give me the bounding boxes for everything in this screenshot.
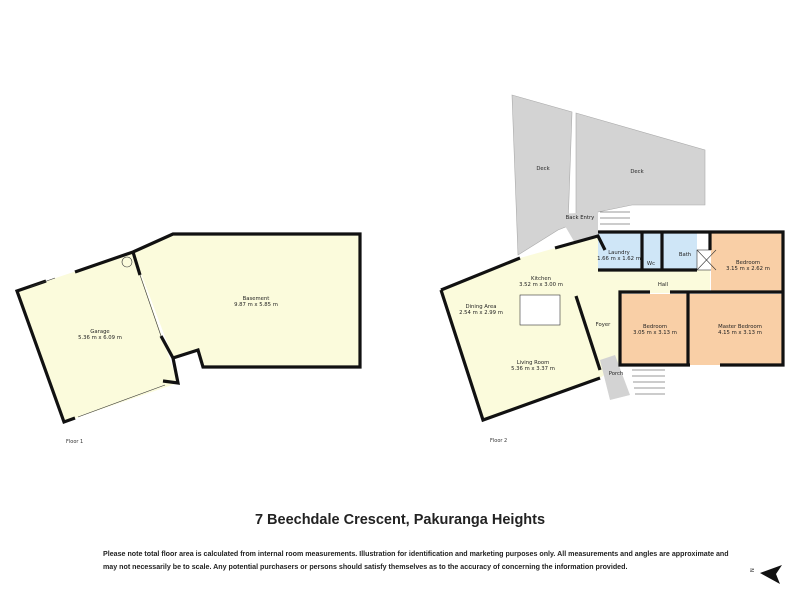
room-laundry <box>598 232 642 270</box>
basement-label: Basement <box>243 296 270 302</box>
room-bath <box>662 232 697 270</box>
floor-2-label: Floor 2 <box>490 438 507 444</box>
master-bedroom-label: Master Bedroom <box>718 324 762 330</box>
room-basement <box>133 234 360 367</box>
north-arrow-icon: N <box>750 565 782 584</box>
living-room-label: Living Room <box>517 360 550 366</box>
bedroom-2-size: 3.05 m x 3.13 m <box>633 330 677 336</box>
floor-1 <box>14 232 362 425</box>
basement-size: 9.87 m x 5.85 m <box>234 302 278 308</box>
bedroom-1-size: 3.15 m x 2.62 m <box>726 266 770 272</box>
disclaimer-text: Please note total floor area is calculat… <box>103 550 729 571</box>
hall-label: Hall <box>658 282 668 288</box>
laundry-size: 1.66 m x 1.62 m <box>597 256 641 262</box>
porch-label: Porch <box>609 371 624 377</box>
bath-label: Bath <box>679 252 691 258</box>
kitchen-size: 3.52 m x 3.00 m <box>519 282 563 288</box>
laundry-label: Laundry <box>608 250 630 256</box>
bedroom-2-label: Bedroom <box>643 324 667 330</box>
room-garage <box>17 252 178 422</box>
garage-label: Garage <box>90 329 109 335</box>
room-bedroom-2 <box>620 294 688 365</box>
room-bedroom-1 <box>711 232 783 292</box>
room-wc <box>643 232 662 270</box>
deck-1 <box>511 94 573 256</box>
foyer-label: Foyer <box>596 322 611 328</box>
living-room-size: 5.36 m x 3.37 m <box>511 366 555 372</box>
back-entry <box>558 212 598 243</box>
floor-2 <box>439 94 785 423</box>
room-master-bedroom <box>689 294 783 365</box>
back-entry-label: Back Entry <box>566 215 595 221</box>
garage-size: 5.36 m x 6.09 m <box>78 335 122 341</box>
porch <box>600 355 630 400</box>
deck-2-label: Deck <box>630 169 644 175</box>
room-hall <box>590 270 710 293</box>
deck-1-label: Deck <box>536 166 550 172</box>
compass-label: N <box>750 568 756 572</box>
dining-label: Dining Area <box>466 304 497 310</box>
floor-1-label: Floor 1 <box>66 439 83 445</box>
property-address-title: 7 Beechdale Crescent, Pakuranga Heights <box>254 512 546 528</box>
bedroom-1-label: Bedroom <box>736 260 760 266</box>
dining-size: 2.54 m x 2.99 m <box>459 310 503 316</box>
room-living <box>441 236 620 420</box>
master-bedroom-size: 4.15 m x 3.13 m <box>718 330 762 336</box>
wc-label: Wc <box>647 261 655 267</box>
kitchen-label: Kitchen <box>531 276 551 282</box>
